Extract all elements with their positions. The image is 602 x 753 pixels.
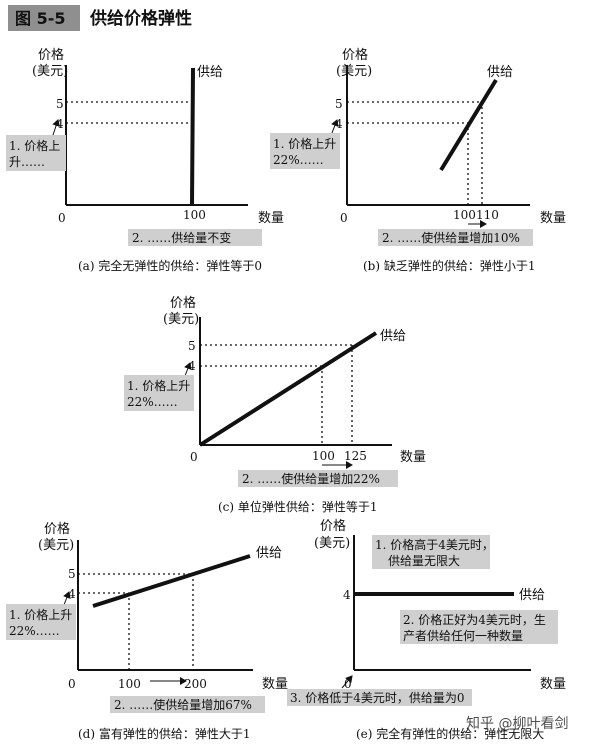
x-axis-label: 数量 (258, 211, 284, 226)
y-axis-unit: (美元) (38, 538, 74, 553)
price-tick-5: 5 (56, 97, 64, 111)
mid-note-box (400, 610, 558, 644)
below-note: 3. 价格低于4美元时，供给量为0 (290, 690, 465, 705)
quantity-note: 2. ……使供给量增加67% (114, 697, 252, 712)
panel-c: 价格 (美元) 0 数量 5 4 供给 100 125 1. 价格上升 22%…… (124, 295, 426, 514)
price-tick-4: 4 (188, 359, 196, 373)
quantity-tick-125: 125 (344, 449, 367, 463)
x-axis-label: 数量 (540, 677, 566, 692)
quantity-tick-100: 100 (183, 208, 206, 222)
quantity-note-box (238, 470, 398, 487)
price-note-box (6, 604, 76, 640)
panel-a: 价格 (美元) 0 数量 5 4 供给 100 1. 价格上 升…… 2. ……… (6, 47, 284, 273)
price-tick-4: 4 (56, 117, 64, 131)
price-note-line2: 22%…… (273, 153, 324, 167)
mid-note-line1: 2. 价格正好为4美元时，生 (403, 612, 546, 627)
quantity-note: 2. ……使供给量增加22% (242, 471, 380, 486)
quantity-note-box (110, 696, 265, 713)
price-note-line1: 1. 价格上升 (127, 378, 190, 393)
x-axis-label: 数量 (540, 211, 566, 226)
watermark: 知乎 @柳叶看剑 (466, 715, 568, 732)
price-note-line1: 1. 价格上升 (273, 136, 336, 151)
price-note-box (270, 133, 340, 169)
price-tick-4: 4 (68, 587, 76, 601)
panel-b: 价格 (美元) 0 数量 5 4 供给 100 110 1. 价格上升 22%…… (270, 47, 566, 273)
origin-label: 0 (68, 677, 76, 691)
price-note-box (124, 375, 194, 411)
quantity-note: 2. ……使供给量增加10% (382, 230, 520, 245)
y-axis-unit: (美元) (314, 536, 350, 551)
supply-curve-label: 供给 (380, 329, 406, 344)
figure-header: 图 5-5 供给价格弹性 (8, 5, 192, 31)
quantity-note-box (378, 229, 533, 246)
y-axis-label: 价格 (320, 518, 346, 534)
quantity-tick-100: 100 (453, 208, 476, 222)
figure-title: 供给价格弹性 (89, 8, 192, 29)
panel-caption: (e) 完全有弹性的供给：弹性无限大 (356, 726, 544, 741)
below-note-arrow (341, 675, 353, 689)
price-tick-5: 5 (68, 567, 76, 581)
quantity-tick-100: 100 (312, 449, 335, 463)
quantity-note-box (128, 229, 262, 246)
supply-curve-label: 供给 (256, 546, 282, 561)
above-note-box (372, 535, 490, 569)
above-note-line2: 供给量无限大 (388, 554, 460, 568)
price-tick-5: 5 (188, 339, 196, 353)
supply-curve-label: 供给 (197, 65, 223, 80)
y-axis-unit: (美元) (163, 312, 199, 327)
y-axis-label: 价格 (342, 47, 368, 63)
panel-e: 价格 (美元) 0 数量 4 供给 1. 价格高于4美元时， 供给量无限大 2.… (287, 518, 566, 741)
quantity-tick-100: 100 (118, 677, 141, 691)
price-note-line1: 1. 价格上升 (9, 607, 72, 622)
price-note-line2: 升…… (9, 155, 45, 169)
origin-label: 0 (190, 450, 198, 464)
panel-caption: (d) 富有弹性的供给：弹性大于1 (78, 726, 251, 741)
supply-curve (439, 78, 498, 172)
price-tick-4: 4 (335, 117, 343, 131)
price-note-line2: 22%…… (9, 624, 60, 638)
origin-label: 0 (58, 211, 66, 225)
origin-label: 0 (344, 677, 352, 691)
price-note-line1: 1. 价格上 (9, 138, 60, 153)
y-axis-unit: (美元) (336, 64, 372, 79)
supply-curve-label: 供给 (487, 65, 513, 80)
supply-curve (198, 331, 378, 447)
supply-curve-label: 供给 (519, 588, 545, 603)
y-axis-label: 价格 (38, 47, 64, 63)
origin-label: 0 (340, 211, 348, 225)
panel-d: 价格 (美元) 0 数量 5 4 供给 100 200 1. 价格上升 22%…… (6, 521, 288, 741)
panel-caption: (b) 缺乏弹性的供给：弹性小于1 (363, 258, 536, 273)
figure-number-badge (8, 5, 80, 31)
supply-curve (190, 67, 195, 206)
price-note-line2: 22%…… (127, 395, 178, 409)
price-note-box (6, 135, 66, 171)
quantity-tick-200: 200 (184, 677, 207, 691)
panel-caption: (a) 完全无弹性的供给：弹性等于0 (78, 258, 262, 273)
figure-number: 图 5-5 (15, 9, 65, 28)
price-tick-4: 4 (343, 588, 351, 602)
supply-curve (92, 554, 251, 608)
mid-note-line2: 产者供给任何一种数量 (403, 628, 523, 643)
quantity-tick-110: 110 (476, 208, 499, 222)
y-axis-label: 价格 (170, 295, 196, 311)
above-note-line1: 1. 价格高于4美元时， (375, 537, 494, 552)
y-axis-label: 价格 (44, 521, 70, 537)
quantity-note: 2. ……供给量不变 (132, 230, 231, 245)
below-note-box (287, 689, 472, 706)
y-axis-unit: (美元) (32, 64, 68, 79)
x-axis-label: 数量 (262, 677, 288, 692)
price-tick-5: 5 (335, 97, 343, 111)
panel-caption: (c) 单位弹性供给：弹性等于1 (218, 499, 378, 514)
x-axis-label: 数量 (400, 450, 426, 465)
